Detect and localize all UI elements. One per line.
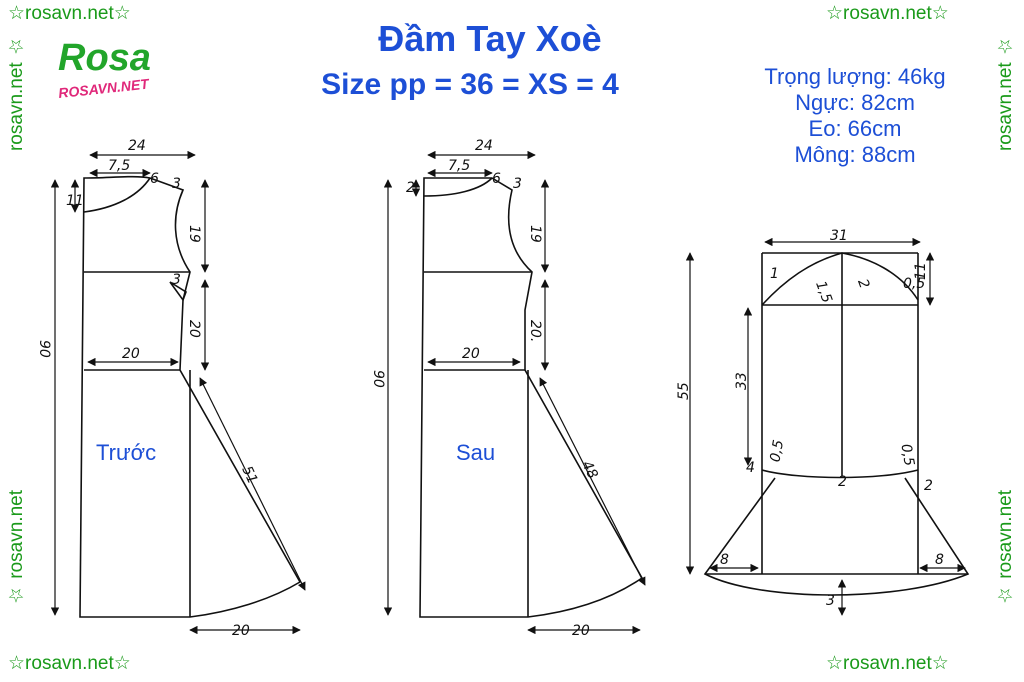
watermark-top-left: ☆rosavn.net☆	[8, 3, 131, 24]
sleeve-dim-bottom-curve: 2	[838, 474, 847, 490]
back-dim-hem: 20	[572, 623, 590, 639]
back-dim-armhole: 19	[527, 225, 543, 243]
star-icon: ☆	[826, 653, 844, 674]
page-subtitle: Size pp = 36 = XS = 4	[321, 68, 619, 101]
star-icon: ☆	[931, 653, 949, 674]
watermark-top-right: ☆rosavn.net☆	[826, 3, 949, 24]
back-dim-neck: 7,5	[448, 158, 470, 174]
back-dim-waist-len: 20.	[527, 320, 543, 342]
sleeve-dim-flare-left: 8	[720, 552, 729, 568]
dimension-lines	[50, 150, 966, 635]
front-dim-armhole: 19	[186, 225, 202, 243]
sleeve-dim-side-left: 4	[746, 460, 755, 476]
measurement-waist: Eo: 66cm	[808, 116, 902, 141]
sleeve-dim-body: 33	[734, 372, 750, 390]
sleeve-dim-cap-left: 1,5	[812, 279, 835, 305]
sleeve-dim-cap-right: 2	[854, 277, 872, 291]
measurements: Trọng lượng: 46kg Ngực: 82cm Eo: 66cm Mô…	[730, 64, 980, 168]
sleeve-dim-side-right: 2	[924, 478, 933, 494]
back-dim-shoulder: 6	[492, 171, 501, 187]
front-dim-neck-depth: 11	[66, 193, 84, 209]
back-dim-side: 48	[578, 458, 600, 481]
sleeve-dim-cuff-right: 0,5	[897, 443, 917, 468]
front-dim-shoulder: 6	[150, 171, 159, 187]
front-dim-waist-len: 20	[186, 320, 202, 338]
sleeve-dim-corner-left: 1	[770, 266, 779, 282]
back-dim-width: 24	[475, 138, 493, 154]
front-dim-neck: 7,5	[108, 158, 130, 174]
sleeve-piece	[703, 252, 970, 596]
sleeve-dim-total: 55	[676, 382, 692, 400]
back-dim-hip: 20	[462, 346, 480, 362]
measurement-hip: Mông: 88cm	[794, 142, 916, 167]
star-icon: ☆	[8, 653, 26, 674]
front-dim-side: 51	[238, 464, 260, 487]
sleeve-dim-corner-right: 0,5	[903, 276, 925, 292]
back-dim-shoulder-drop: 3	[513, 176, 522, 192]
logo: Rosa ROSAVN.NET	[58, 37, 193, 101]
star-icon: ☆	[113, 3, 131, 24]
sleeve-dim-flare-right: 8	[935, 552, 944, 568]
sleeve-dim-hem-drop: 3	[826, 593, 835, 609]
star-icon: ☆	[826, 3, 844, 24]
watermark-bottom-right: ☆rosavn.net☆	[826, 653, 949, 674]
back-piece	[419, 177, 644, 618]
front-dim-width: 24	[128, 138, 146, 154]
front-dim-hip: 20	[122, 346, 140, 362]
panel-label-back: Sau	[456, 440, 496, 465]
panel-label-front: Trước	[96, 440, 157, 465]
star-icon: ☆	[8, 3, 26, 24]
measurement-weight: Trọng lượng: 46kg	[764, 64, 946, 89]
sleeve-dim-cap-height: 11	[913, 262, 929, 280]
logo-text: Rosa	[58, 37, 151, 79]
back-outline	[419, 177, 644, 618]
sleeve-flare	[703, 477, 970, 596]
star-icon: ☆	[113, 653, 131, 674]
sleeve-bottom-curve	[761, 469, 919, 479]
sleeve-dim-cuff-left: 0,5	[767, 439, 787, 464]
measurement-bust: Ngực: 82cm	[795, 90, 915, 115]
star-icon: ☆	[931, 3, 949, 24]
front-dim-shoulder-drop: 3	[172, 176, 181, 192]
page-title: Đầm Tay Xoè	[378, 18, 602, 59]
front-dim-dart: 3	[172, 272, 181, 288]
sleeve-dim-width: 31	[830, 228, 848, 244]
back-neckline	[423, 177, 493, 197]
front-dart	[169, 281, 187, 302]
back-dim-neck-depth: 2	[406, 180, 415, 196]
sleeve-cap	[761, 252, 919, 306]
front-dim-total: 90	[36, 340, 52, 358]
front-neckline	[83, 177, 151, 213]
front-dim-hem: 20	[232, 623, 250, 639]
watermark-bottom-left: ☆rosavn.net☆	[8, 653, 131, 674]
back-dim-total: 90	[370, 370, 386, 388]
